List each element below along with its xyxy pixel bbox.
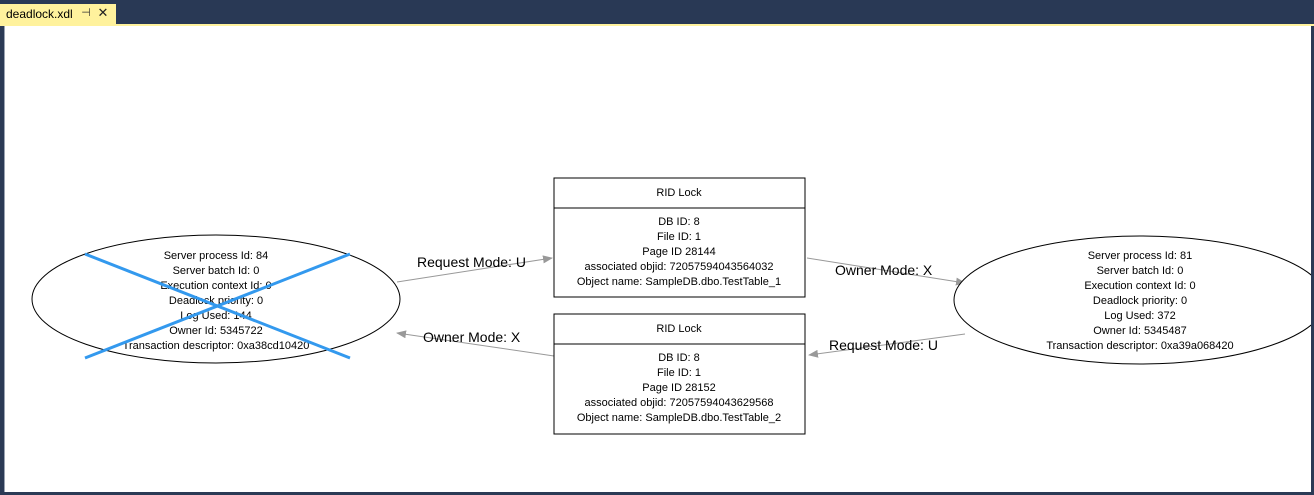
edge-label: Request Mode: U — [829, 337, 938, 353]
tab-accent-line — [0, 24, 1314, 26]
process-node-line: Owner Id: 5345722 — [169, 325, 263, 337]
process-node-line: Log Used: 372 — [1104, 310, 1176, 322]
resource-node-line: Page ID 28144 — [642, 246, 715, 258]
edge-request-u-p84-to-lock1 — [396, 255, 553, 283]
resource-node-line: DB ID: 8 — [658, 216, 700, 228]
process-node-line: Transaction descriptor: 0xa38cd10420 — [123, 340, 310, 352]
process-node-line: Server process Id: 84 — [164, 250, 269, 262]
close-icon[interactable]: ✕ — [97, 5, 109, 20]
resource-node-line: DB ID: 8 — [658, 352, 700, 364]
deadlock-graph: Request Mode: U Owner Mode: X Owner Mode… — [31, 177, 1311, 435]
process-node-line: Server batch Id: 0 — [173, 265, 260, 277]
process-node-81[interactable]: Server process Id: 81 Server batch Id: 0… — [953, 235, 1311, 365]
process-node-line: Owner Id: 5345487 — [1093, 325, 1187, 337]
victim-cross-icon — [84, 252, 351, 360]
resource-node-title: RID Lock — [656, 323, 702, 335]
pin-icon[interactable]: ⊣ — [81, 7, 91, 19]
deadlock-graph-canvas: Request Mode: U Owner Mode: X Owner Mode… — [4, 26, 1311, 492]
resource-node-rid-lock-1[interactable]: RID Lock DB ID: 8 File ID: 1 Page ID 281… — [553, 177, 806, 298]
resource-node-line: File ID: 1 — [657, 367, 701, 379]
resource-node-line: Object name: SampleDB.dbo.TestTable_1 — [577, 276, 781, 288]
process-node-line: Execution context Id: 0 — [1084, 280, 1195, 292]
document-tab[interactable]: deadlock.xdl ⊣ ✕ — [0, 4, 116, 24]
edge-label: Request Mode: U — [417, 254, 526, 270]
process-node-line: Execution context Id: 0 — [160, 280, 271, 292]
process-node-line: Transaction descriptor: 0xa39a068420 — [1046, 340, 1233, 352]
edge-owner-x-lock2-to-p84 — [396, 330, 555, 357]
edge-request-u-p81-to-lock2 — [808, 333, 966, 358]
resource-node-rid-lock-2[interactable]: RID Lock DB ID: 8 File ID: 1 Page ID 281… — [553, 313, 806, 435]
process-node-line: Server batch Id: 0 — [1097, 265, 1184, 277]
resource-node-line: associated objid: 72057594043629568 — [585, 397, 774, 409]
edge-owner-x-lock1-to-p81 — [806, 257, 966, 286]
resource-node-line: Object name: SampleDB.dbo.TestTable_2 — [577, 412, 781, 424]
resource-node-title: RID Lock — [656, 187, 702, 199]
resource-node-line: File ID: 1 — [657, 231, 701, 243]
process-node-line: Server process Id: 81 — [1088, 250, 1193, 262]
resource-node-line: associated objid: 72057594043564032 — [585, 261, 774, 273]
document-tab-bar: deadlock.xdl ⊣ ✕ — [0, 0, 1314, 24]
resource-node-line: Page ID 28152 — [642, 382, 715, 394]
edge-label: Owner Mode: X — [423, 329, 521, 345]
tab-title: deadlock.xdl — [6, 7, 73, 21]
process-node-84[interactable]: Server process Id: 84 Server batch Id: 0… — [31, 234, 401, 364]
process-node-line: Deadlock priority: 0 — [1093, 295, 1187, 307]
edge-label: Owner Mode: X — [835, 262, 933, 278]
